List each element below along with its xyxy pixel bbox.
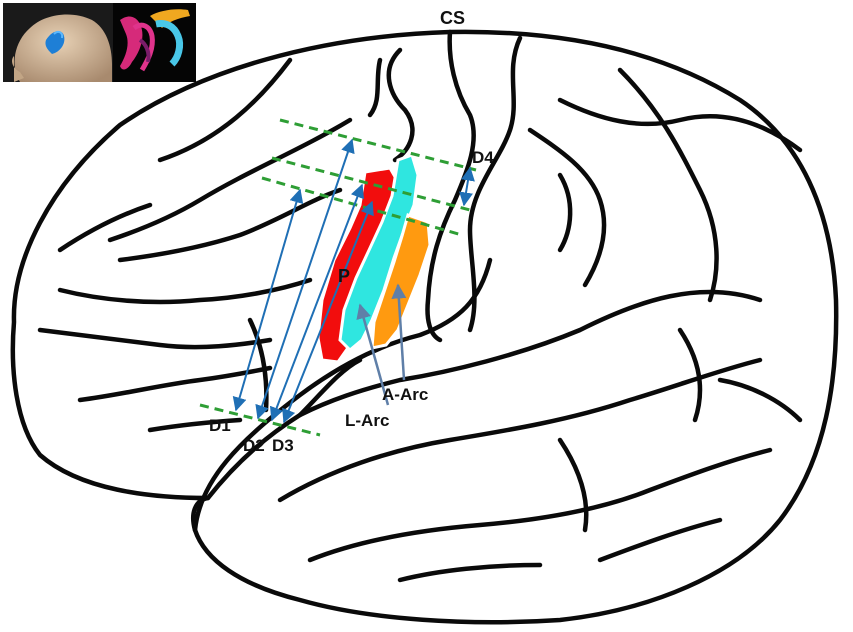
tract-highlight-icon <box>45 31 65 54</box>
d3-label: D3 <box>272 436 294 455</box>
inset-head-panel <box>3 3 113 83</box>
d2-label: D2 <box>243 436 265 455</box>
a-arc-label: A-Arc <box>382 385 428 404</box>
p-label: P <box>338 266 350 286</box>
d3b-arrow <box>282 200 374 424</box>
brain-outline <box>10 29 839 625</box>
l-arc-label: L-Arc <box>345 411 389 430</box>
brain-outline-group <box>10 29 839 625</box>
inset-tract-panel <box>113 3 196 82</box>
pointer-arrows <box>356 283 407 406</box>
guide-line-4 <box>199 403 321 437</box>
cs-label: CS <box>440 8 465 28</box>
d1-label: D1 <box>209 416 231 435</box>
central-sulcus <box>425 29 476 343</box>
tract-model-icon <box>120 16 143 70</box>
a-arc-pointer <box>391 283 407 381</box>
a-arc-region <box>370 213 432 350</box>
head-model-icon <box>14 14 113 83</box>
distance-arrows <box>232 138 475 424</box>
l-arc-pointer <box>356 303 390 406</box>
guide-line-1 <box>279 118 477 172</box>
d4-label: D4 <box>472 148 494 167</box>
d4-arrow <box>459 166 475 207</box>
